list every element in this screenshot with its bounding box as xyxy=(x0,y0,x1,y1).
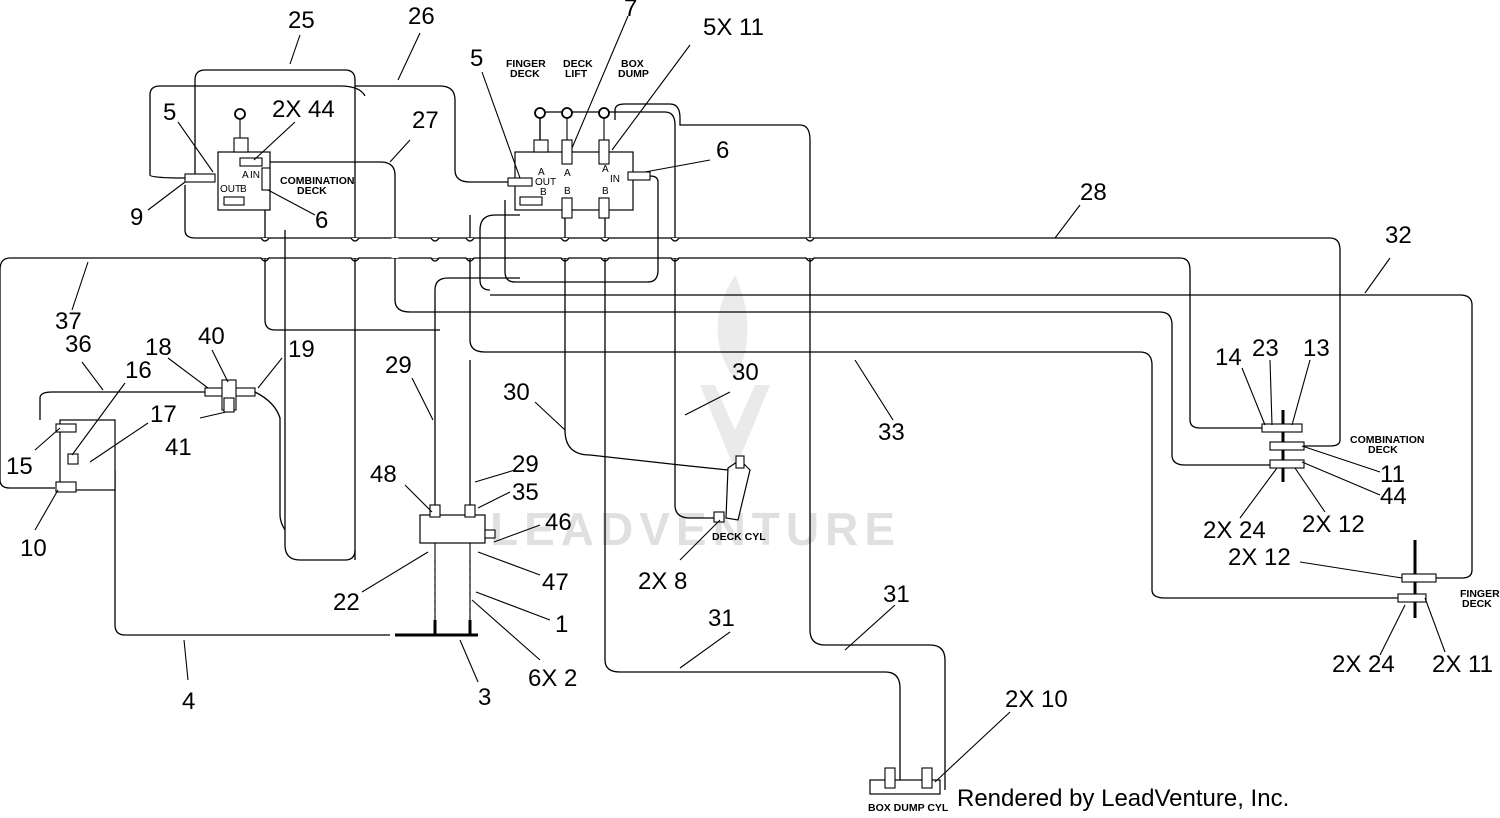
svg-text:B: B xyxy=(564,186,571,197)
callout-48: 48 xyxy=(370,461,397,488)
combination-deck-bulkhead: COMBINATION DECK xyxy=(1261,410,1424,482)
callout-17: 17 xyxy=(150,401,177,428)
callout-31-left: 31 xyxy=(708,605,735,632)
callout-1: 1 xyxy=(555,611,568,638)
svg-text:BOX DUMP CYL: BOX DUMP CYL xyxy=(868,802,949,814)
svg-text:A: A xyxy=(242,170,249,181)
callout-10-left: 10 xyxy=(20,535,47,562)
callout-40: 40 xyxy=(198,323,225,350)
svg-text:LIFT: LIFT xyxy=(565,68,588,80)
svg-text:IN: IN xyxy=(610,174,620,185)
deck-cylinder: DECK CYL xyxy=(712,455,766,543)
callout-36: 36 xyxy=(65,331,92,358)
callout-3: 3 xyxy=(478,684,491,711)
callout-37: 37 xyxy=(55,308,82,335)
finger-deck-bulkhead: FINGER DECK xyxy=(1397,540,1500,618)
callout-7: 7 xyxy=(624,0,637,22)
callout-35: 35 xyxy=(512,479,539,506)
svg-text:DECK: DECK xyxy=(510,68,540,80)
svg-text:IN: IN xyxy=(250,170,260,181)
svg-text:B: B xyxy=(602,186,609,197)
callout-28: 28 xyxy=(1080,179,1107,206)
callout-29-upper: 29 xyxy=(385,352,412,379)
callout-5-middle: 5 xyxy=(470,45,483,72)
callout-2x-11: 2X 11 xyxy=(1432,651,1493,678)
watermark: LEADVENTURE xyxy=(490,275,901,555)
svg-text:COMBINATION: COMBINATION xyxy=(280,175,354,187)
center-block xyxy=(395,504,496,637)
callout-6-left: 6 xyxy=(315,207,328,234)
box-dump-cylinder: BOX DUMP CYL xyxy=(868,767,949,814)
callout-26: 26 xyxy=(408,3,435,30)
callout-46: 46 xyxy=(545,509,572,536)
svg-text:DECK CYL: DECK CYL xyxy=(712,531,766,543)
callout-22: 22 xyxy=(333,589,360,616)
callout-13: 13 xyxy=(1303,335,1330,362)
callout-29-lower: 29 xyxy=(512,451,539,478)
svg-text:COMBINATION: COMBINATION xyxy=(1350,434,1424,446)
svg-text:DECK: DECK xyxy=(1462,598,1492,610)
callout-2x-10: 2X 10 xyxy=(1005,686,1068,713)
callout-31-right: 31 xyxy=(883,581,910,608)
callout-6-middle: 6 xyxy=(716,137,729,164)
callout-41: 41 xyxy=(165,434,192,461)
callout-30-left: 30 xyxy=(503,379,530,406)
svg-text:DECK: DECK xyxy=(563,58,593,70)
callout-2x-12-upper: 2X 12 xyxy=(1302,511,1365,538)
callout-47: 47 xyxy=(542,569,569,596)
left-manifold xyxy=(55,379,256,493)
callout-32: 32 xyxy=(1385,222,1412,249)
callout-18: 18 xyxy=(145,334,172,361)
callout-2x-44: 2X 44 xyxy=(272,96,335,123)
svg-text:A: A xyxy=(538,167,545,178)
leader-lines xyxy=(34,15,1446,783)
svg-text:OUT: OUT xyxy=(535,177,556,188)
callout-5x-11: 5X 11 xyxy=(703,14,764,41)
callout-30-right: 30 xyxy=(732,359,759,386)
svg-text:A: A xyxy=(564,168,571,179)
svg-text:FINGER: FINGER xyxy=(1460,588,1500,600)
rendered-by-credit: Rendered by LeadVenture, Inc. xyxy=(957,785,1289,812)
callout-6x-2: 6X 2 xyxy=(528,665,577,692)
callout-15: 15 xyxy=(6,453,33,480)
callout-44: 44 xyxy=(1380,483,1407,510)
svg-text:BOX: BOX xyxy=(621,58,644,70)
callout-11: 11 xyxy=(1380,461,1405,488)
callout-25: 25 xyxy=(288,7,315,34)
svg-text:FINGER: FINGER xyxy=(506,58,546,70)
callout-23: 23 xyxy=(1252,335,1279,362)
combination-deck-valve-left: A IN OUT B COMBINATION DECK xyxy=(184,108,354,211)
svg-text:OUT: OUT xyxy=(220,184,241,195)
callout-2x-12-lower: 2X 12 xyxy=(1228,544,1291,571)
callout-2x-24-upper: 2X 24 xyxy=(1203,517,1266,544)
svg-text:B: B xyxy=(540,187,547,198)
callout-14: 14 xyxy=(1215,344,1242,371)
three-spool-valve: A OUT B A B A IN B FINGER DECK DECK LIFT… xyxy=(506,58,651,219)
callout-27: 27 xyxy=(412,107,439,134)
watermark-text: LEADVENTURE xyxy=(490,503,901,555)
callout-labels: 25 26 5 2X 44 27 9 6 5 7 5X 11 6 28 32 3… xyxy=(6,0,1493,715)
svg-text:DUMP: DUMP xyxy=(618,68,649,80)
callout-2x-24-lower: 2X 24 xyxy=(1332,651,1395,678)
callout-5-left: 5 xyxy=(163,99,176,126)
callout-16: 16 xyxy=(125,357,152,384)
callout-2x-8: 2X 8 xyxy=(638,568,687,595)
svg-text:B: B xyxy=(240,184,247,195)
svg-text:DECK: DECK xyxy=(1368,444,1398,456)
callout-33: 33 xyxy=(878,419,905,446)
svg-text:A: A xyxy=(602,164,609,175)
callout-19: 19 xyxy=(288,336,315,363)
callout-4: 4 xyxy=(182,688,195,715)
hose-lines xyxy=(0,69,1473,790)
callout-9: 9 xyxy=(130,204,143,231)
svg-text:DECK: DECK xyxy=(297,185,327,197)
